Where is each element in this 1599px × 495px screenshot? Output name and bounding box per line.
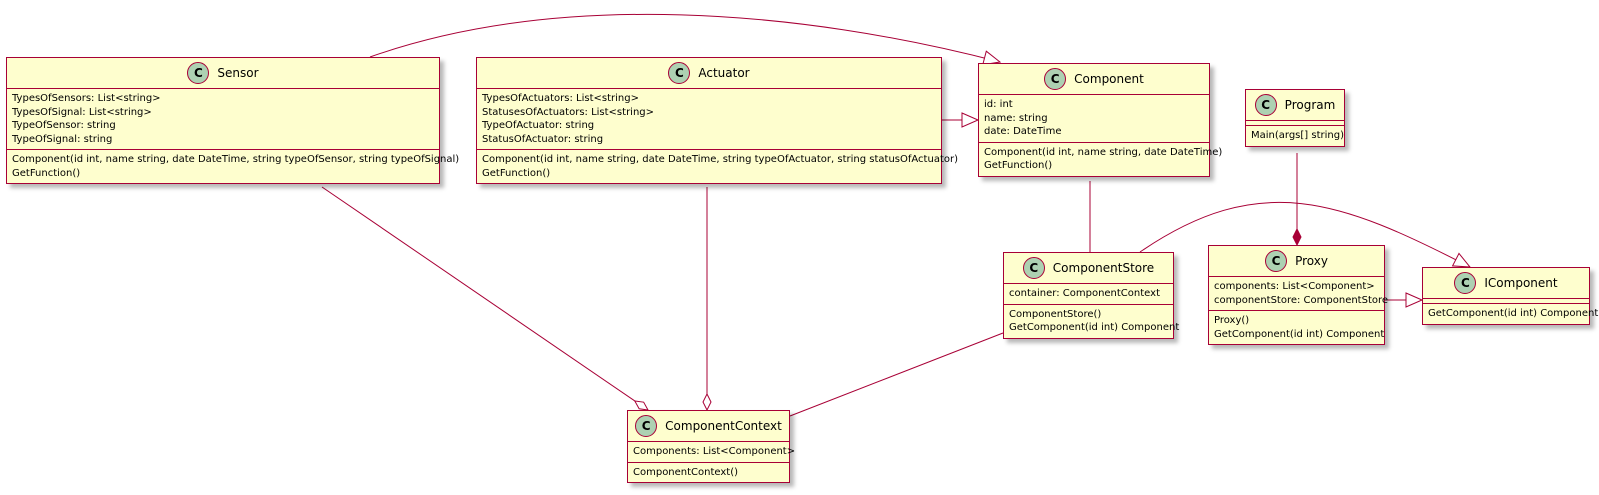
class-header: C IComponent bbox=[1423, 268, 1589, 298]
class-name: ComponentStore bbox=[1052, 261, 1155, 275]
methods-section: Component(id int, name string, date Date… bbox=[979, 141, 1223, 176]
attributes-section bbox=[1423, 298, 1589, 303]
methods-section: Proxy() GetComponent(id int) Component bbox=[1209, 310, 1384, 344]
attribute: TypeOfSignal: string bbox=[12, 133, 113, 145]
attributes-section: components: List<Component> componentSto… bbox=[1209, 276, 1389, 310]
attribute: name: string bbox=[984, 112, 1048, 124]
methods-section: Main(args[] string) bbox=[1246, 125, 1344, 146]
attribute: StatusesOfActuators: List<string> bbox=[482, 106, 655, 118]
method: Main(args[] string) bbox=[1251, 130, 1344, 141]
class-name: Program bbox=[1284, 98, 1336, 112]
method: Proxy() bbox=[1214, 315, 1250, 326]
methods-section: Component(id int, name string, date Date… bbox=[477, 149, 958, 183]
method: GetFunction() bbox=[482, 167, 551, 179]
edge-componentstore-componentcontext bbox=[789, 332, 1004, 417]
class-badge-icon: C bbox=[1265, 250, 1288, 272]
methods-section: Component(id int, name string, date Date… bbox=[7, 149, 460, 183]
attribute: Components: List<Component> bbox=[633, 446, 796, 457]
methods-section: ComponentContext() bbox=[628, 461, 789, 483]
edge-sensor-component bbox=[369, 13, 1000, 62]
attributes-section: Components: List<Component> bbox=[628, 441, 796, 462]
attribute: componentStore: ComponentStore bbox=[1214, 294, 1389, 306]
class-badge-icon: C bbox=[635, 415, 658, 437]
class-actuator[interactable]: C Actuator TypesOfActuators: List<string… bbox=[476, 57, 958, 184]
methods-section: GetComponent(id int) Component bbox=[1423, 303, 1599, 324]
class-componentstore[interactable]: C ComponentStore container: ComponentCon… bbox=[1003, 252, 1180, 339]
attributes-section: container: ComponentContext bbox=[1004, 283, 1173, 304]
attribute: components: List<Component> bbox=[1214, 281, 1375, 292]
attributes-section: id: int name: string date: DateTime bbox=[979, 94, 1209, 142]
method: GetComponent(id int) Component bbox=[1214, 328, 1385, 340]
method: Component(id int, name string, date Date… bbox=[482, 154, 958, 165]
class-badge-icon: C bbox=[1044, 68, 1067, 90]
class-name: Proxy bbox=[1295, 254, 1328, 268]
class-program[interactable]: C Program Main(args[] string) bbox=[1245, 89, 1345, 147]
attribute: StatusOfActuator: string bbox=[482, 133, 604, 145]
method: Component(id int, name string, date Date… bbox=[984, 146, 1223, 158]
class-name: Component bbox=[1074, 72, 1144, 86]
class-name: Actuator bbox=[698, 66, 750, 80]
attribute: date: DateTime bbox=[984, 126, 1062, 137]
attribute: id: int bbox=[984, 99, 1013, 110]
class-name: ComponentContext bbox=[665, 419, 782, 433]
attribute: TypeOfSensor: string bbox=[12, 120, 116, 131]
attribute: TypesOfSensors: List<string> bbox=[12, 93, 161, 104]
class-badge-icon: C bbox=[668, 62, 691, 84]
attributes-section: TypesOfActuators: List<string> StatusesO… bbox=[477, 88, 941, 149]
edge-componentstore-icomponent bbox=[1139, 202, 1470, 267]
class-name: IComponent bbox=[1484, 276, 1558, 290]
class-sensor[interactable]: C Sensor TypesOfSensors: List<string> Ty… bbox=[6, 57, 460, 184]
attribute: TypesOfActuators: List<string> bbox=[482, 93, 639, 104]
class-componentcontext[interactable]: C ComponentContext Components: List<Comp… bbox=[627, 410, 796, 483]
method: ComponentStore() bbox=[1009, 308, 1102, 320]
attribute: TypeOfActuator: string bbox=[482, 120, 595, 131]
attributes-section bbox=[1246, 120, 1344, 125]
class-badge-icon: C bbox=[1454, 272, 1477, 294]
method: GetFunction() bbox=[12, 167, 81, 179]
class-header: C Program bbox=[1246, 90, 1344, 120]
method: GetComponent(id int) Component bbox=[1428, 308, 1599, 319]
class-badge-icon: C bbox=[1254, 94, 1277, 116]
attributes-section: TypesOfSensors: List<string> TypesOfSign… bbox=[7, 88, 439, 149]
class-header: C Sensor bbox=[7, 58, 439, 88]
class-proxy[interactable]: C Proxy components: List<Component> comp… bbox=[1208, 245, 1389, 345]
method: ComponentContext() bbox=[633, 466, 739, 478]
class-name: Sensor bbox=[217, 66, 259, 80]
class-header: C ComponentContext bbox=[628, 411, 789, 441]
class-badge-icon: C bbox=[187, 62, 210, 84]
method: GetComponent(id int) Component bbox=[1009, 322, 1180, 333]
methods-section: ComponentStore() GetComponent(id int) Co… bbox=[1004, 303, 1180, 338]
class-header: C Actuator bbox=[477, 58, 941, 88]
class-badge-icon: C bbox=[1022, 257, 1045, 279]
attribute: TypesOfSignal: List<string> bbox=[12, 106, 152, 118]
class-component[interactable]: C Component id: int name: string date: D… bbox=[978, 63, 1223, 177]
class-header: C ComponentStore bbox=[1004, 253, 1173, 283]
class-header: C Component bbox=[979, 64, 1209, 94]
method: Component(id int, name string, date Date… bbox=[12, 154, 460, 165]
edge-sensor-componentcontext bbox=[321, 186, 648, 410]
method: GetFunction() bbox=[984, 160, 1053, 171]
class-icomponent[interactable]: C IComponent GetComponent(id int) Compon… bbox=[1422, 267, 1599, 325]
attribute: container: ComponentContext bbox=[1009, 288, 1160, 299]
class-header: C Proxy bbox=[1209, 246, 1384, 276]
